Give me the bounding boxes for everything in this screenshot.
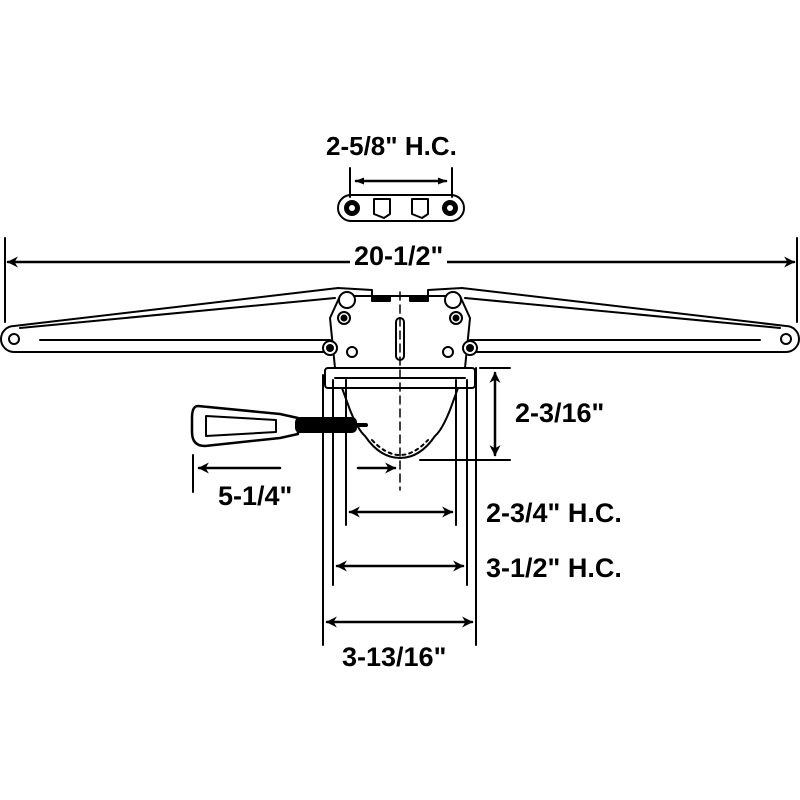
handle-reach-label: 5-1/4" bbox=[218, 481, 293, 511]
operator-height-label: 2-3/16" bbox=[515, 398, 605, 428]
operator-arms bbox=[0, 287, 800, 353]
dimension-arrows bbox=[197, 371, 501, 628]
overall-length-label: 20-1/2" bbox=[350, 243, 448, 270]
crank-handle bbox=[190, 404, 368, 448]
mount-hole-centers-inner-label: 2-3/4" H.C. bbox=[486, 498, 622, 528]
link-detail bbox=[337, 167, 465, 222]
operator-body bbox=[322, 291, 478, 491]
base-width-label: 3-13/16" bbox=[342, 642, 447, 672]
link-hole-centers-label: 2-5/8" H.C. bbox=[326, 131, 457, 161]
extension-lines bbox=[192, 367, 511, 646]
mount-hole-centers-outer-label: 3-1/2" H.C. bbox=[486, 553, 622, 583]
